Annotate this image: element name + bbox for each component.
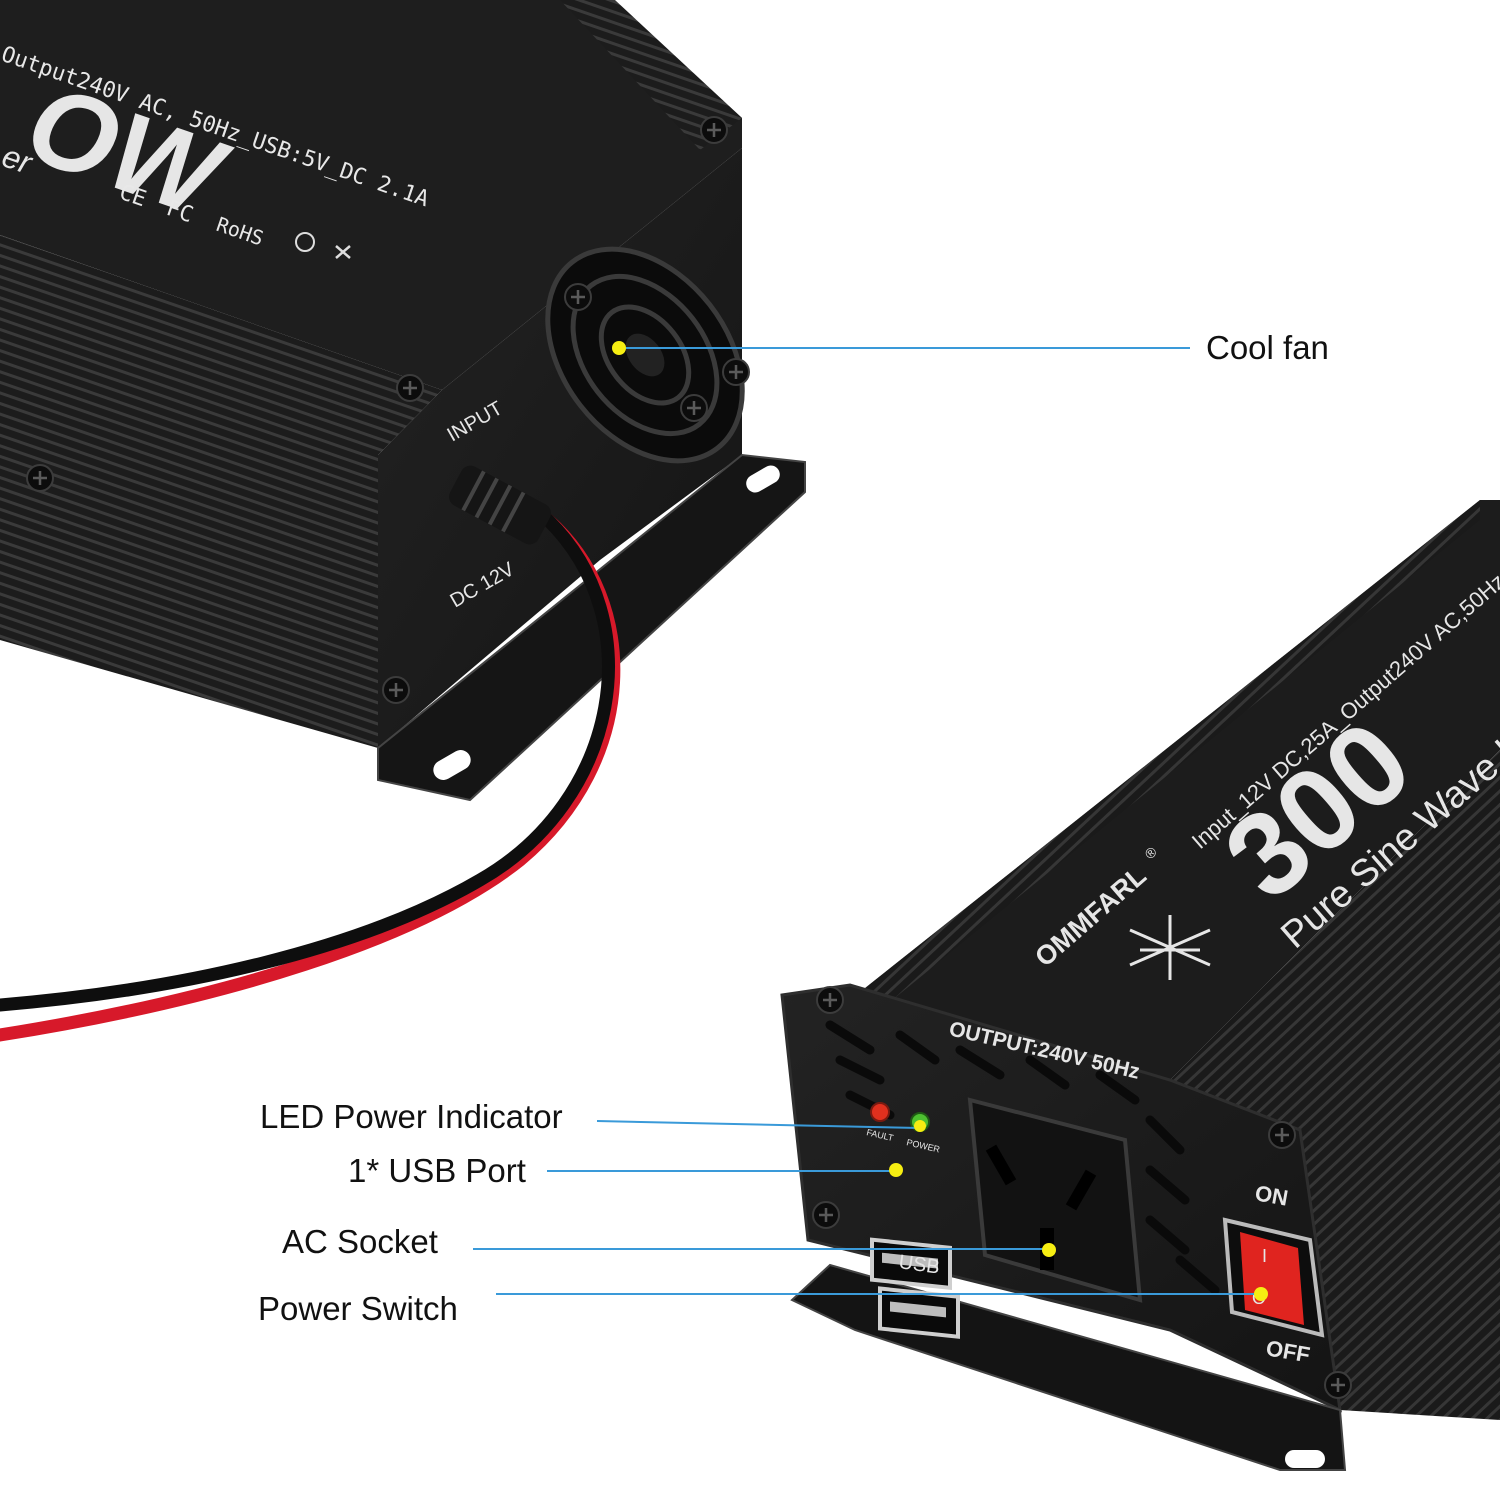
- power-switch-label: Power Switch: [258, 1290, 458, 1327]
- top-inverter-side-fins: [0, 235, 442, 748]
- bottom-inverter-right-fins: [1170, 750, 1500, 1420]
- power-switch[interactable]: [1222, 1217, 1325, 1338]
- led-power-indicator-label: LED Power Indicator: [260, 1098, 563, 1135]
- weee-bin-icon: [335, 245, 351, 259]
- top-inverter: Output240V AC, 50Hz_USB:5V_DC 2.1A OW er…: [0, 0, 806, 1042]
- ommfarl-star-logo: [1129, 915, 1211, 980]
- led-leader: [596, 1120, 921, 1129]
- ac-socket-label: AC Socket: [282, 1223, 438, 1260]
- cool-fan-label: Cool fan: [1206, 329, 1329, 366]
- usb-dot: [889, 1163, 903, 1177]
- switch-dot: [1254, 1287, 1268, 1301]
- vent-slots: [825, 1020, 1220, 1295]
- callout-leaders: [473, 347, 1260, 1295]
- callout-dots: [612, 341, 1268, 1301]
- fault-led: [870, 1102, 890, 1122]
- usb-port-label: 1* USB Port: [348, 1152, 526, 1189]
- led-dot: [914, 1120, 926, 1132]
- top-inverter-bracket: [377, 453, 806, 802]
- ac-dot: [1042, 1243, 1056, 1257]
- bottom-inverter-top-panel: [850, 500, 1500, 1080]
- usb-port-2[interactable]: [878, 1286, 960, 1339]
- cool-fan-dot: [612, 341, 626, 355]
- switch-mark-on: I: [1262, 1246, 1267, 1266]
- recycle-icon: [295, 232, 315, 252]
- dc-plug: [449, 465, 551, 545]
- bottom-inverter: OMMFARL ® Input_12V DC,25A_Output240V AC…: [780, 500, 1500, 1471]
- usb-port-1[interactable]: [870, 1237, 952, 1291]
- dc-cable: [0, 465, 621, 1042]
- switch-on-label: ON: [1253, 1180, 1290, 1210]
